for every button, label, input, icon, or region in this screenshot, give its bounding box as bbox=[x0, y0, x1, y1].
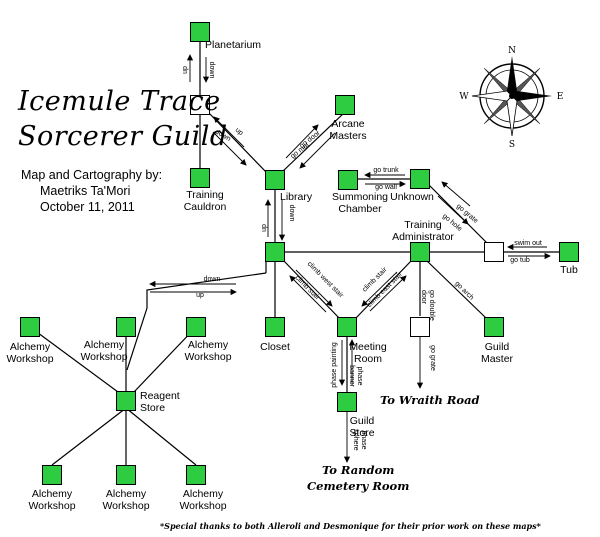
credit-line1: Map and Cartography by: bbox=[21, 168, 163, 182]
room-alchemy-workshop-2 bbox=[116, 317, 136, 337]
destinations: To Wraith Road To Random Cemetery Room bbox=[307, 393, 480, 493]
compass-center bbox=[509, 93, 515, 99]
exit-label-down-1: down bbox=[208, 62, 215, 79]
room-alchemy-workshop-1 bbox=[20, 317, 40, 337]
destination-cemetery-line1: To Random bbox=[322, 463, 394, 477]
rooms bbox=[20, 22, 579, 485]
room-alchemy-workshop-3 bbox=[186, 317, 206, 337]
compass-north-point bbox=[507, 56, 517, 96]
room-library bbox=[265, 170, 285, 190]
room-label-unknown: Unknown bbox=[390, 191, 434, 203]
compass-w-label: W bbox=[459, 92, 469, 102]
room-junction-tub bbox=[484, 242, 504, 262]
room-door-room bbox=[410, 317, 430, 337]
room-summoning-chamber bbox=[338, 170, 358, 190]
exit-label-phase-banner: phasebanner bbox=[348, 365, 363, 387]
room-planetarium bbox=[190, 22, 210, 42]
room-reagent-store bbox=[116, 391, 136, 411]
credit-line2: Maetriks Ta'Mori bbox=[40, 184, 131, 198]
compass-east-point bbox=[512, 91, 552, 101]
compass-n-label: N bbox=[508, 46, 516, 56]
exit-label-go-trunk: go trunk bbox=[373, 167, 399, 174]
compass-e-label: E bbox=[557, 92, 564, 102]
connection-lines bbox=[29, 42, 560, 466]
footer-credit: *Special thanks to both Alleroli and Des… bbox=[160, 521, 541, 531]
destination-wraith-road: To Wraith Road bbox=[380, 393, 480, 407]
room-arcane-masters bbox=[335, 95, 355, 115]
room-training-administrator bbox=[410, 242, 430, 262]
room-center-hub bbox=[265, 242, 285, 262]
exit-label-up-3: up bbox=[261, 224, 268, 232]
exit-label-go-wall: go wall bbox=[375, 184, 397, 191]
compass-south-point bbox=[506, 95, 518, 137]
room-label-library: Library bbox=[280, 191, 313, 203]
exit-label-up-1: up bbox=[182, 66, 189, 74]
exit-label-down-3: down bbox=[288, 205, 295, 222]
map-title-line1: Icemule Trace bbox=[18, 86, 221, 117]
exit-label-up-2: up bbox=[234, 127, 245, 137]
exit-label-swim-out: swim out bbox=[514, 240, 542, 247]
room-guild-master bbox=[484, 317, 504, 337]
exit-label-climb-east-stair: climb east stair bbox=[366, 270, 404, 308]
exit-label-phase-sphere: phasesphere bbox=[352, 429, 367, 451]
room-closet bbox=[265, 317, 285, 337]
room-label-tub: Tub bbox=[560, 264, 578, 276]
room-alchemy-workshop-6 bbox=[186, 465, 206, 485]
destination-cemetery-line2: Cemetery Room bbox=[307, 479, 409, 493]
compass-west-point bbox=[471, 90, 513, 102]
exit-label-climb-stair-1: climb stair bbox=[293, 274, 321, 302]
exit-label-go-grate-2: go grate bbox=[429, 345, 436, 371]
room-meeting-room bbox=[337, 317, 357, 337]
room-alchemy-workshop-5 bbox=[116, 465, 136, 485]
room-label-closet: Closet bbox=[260, 341, 290, 353]
room-unknown bbox=[410, 169, 430, 189]
exit-arrows bbox=[149, 54, 551, 463]
room-training-cauldron bbox=[190, 168, 210, 188]
exit-label-go-tub: go tub bbox=[510, 257, 530, 264]
room-guild-store bbox=[337, 392, 357, 412]
compass-rose: N S E W bbox=[459, 46, 563, 150]
room-label-planetarium: Planetarium bbox=[205, 39, 261, 51]
credit-line3: October 11, 2011 bbox=[40, 200, 135, 214]
compass-s-label: S bbox=[509, 140, 515, 150]
exit-label-down-4: down bbox=[204, 276, 221, 283]
exit-label-phase-painting: phase painting bbox=[331, 342, 338, 388]
room-tub bbox=[559, 242, 579, 262]
exit-label-up-4: up bbox=[196, 292, 204, 299]
exit-label-go-double-door: go doubledoor bbox=[420, 290, 435, 321]
map-title-line2: Sorcerer Guild bbox=[18, 121, 228, 152]
room-junction-top bbox=[190, 95, 210, 115]
exit-label-go-arch: go arch bbox=[453, 280, 475, 302]
room-alchemy-workshop-4 bbox=[42, 465, 62, 485]
